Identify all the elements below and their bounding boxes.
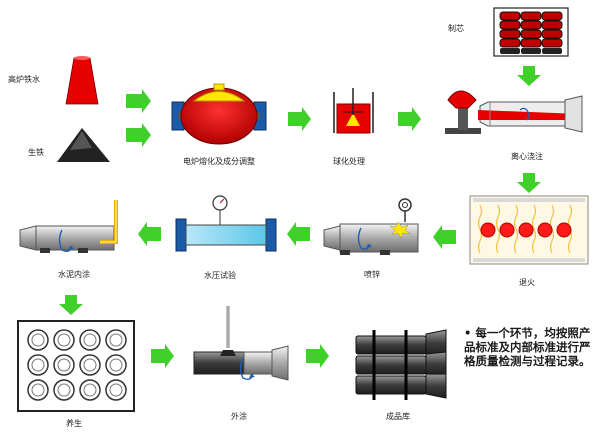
label-centrifugal-casting: 离心浇注 <box>511 152 543 161</box>
note-bullet: • <box>464 326 472 340</box>
flow-arrows <box>59 66 541 368</box>
blast-furnace-iron-icon <box>65 56 99 105</box>
label-blast-furnace-iron: 高炉铁水 <box>8 75 40 84</box>
quality-note: • 每一个环节，均按照产品标准及内部标准进行严格质量检测与过程记录。 <box>464 326 596 368</box>
arrow-left-icon <box>138 222 161 246</box>
hydrostatic-test-icon <box>175 195 277 252</box>
label-spheroidizing: 球化处理 <box>333 157 365 166</box>
spray-burst-icon <box>389 221 411 239</box>
electric-furnace-icon <box>171 83 267 145</box>
label-hydrostatic-test: 水压试验 <box>204 271 236 280</box>
label-furnace-melting: 电炉熔化及成分调整 <box>183 157 255 166</box>
label-cement-lining: 水泥内涂 <box>58 270 90 279</box>
label-pig-iron: 生铁 <box>28 148 44 157</box>
centrifugal-casting-icon <box>445 90 583 134</box>
label-finished-storage: 成品库 <box>386 412 410 421</box>
arrow-right-icon <box>398 107 421 131</box>
finished-pipes-icon <box>355 329 447 400</box>
label-zinc-spraying: 喷锌 <box>364 270 380 279</box>
label-exterior-coating: 外涂 <box>231 412 247 421</box>
curing-pipe-stack-icon <box>17 320 135 412</box>
arrow-right-icon <box>288 107 311 131</box>
annealing-furnace-icon <box>469 195 589 265</box>
arrow-right-icon <box>306 344 329 368</box>
arrow-right-icon <box>126 89 151 113</box>
spheroidizing-ladle-icon <box>333 88 374 134</box>
core-making-icon <box>493 7 569 57</box>
arrow-right-icon <box>126 123 151 147</box>
arrow-left-icon <box>287 222 310 246</box>
pig-iron-pile-icon <box>57 128 110 162</box>
arrow-down-icon <box>59 295 83 315</box>
label-annealing: 退火 <box>519 278 535 287</box>
arrow-left-icon <box>433 225 456 249</box>
label-core-making: 制芯 <box>448 24 464 33</box>
exterior-coating-icon <box>193 306 289 381</box>
zinc-spraying-icon <box>323 198 419 255</box>
label-curing: 养生 <box>66 419 82 428</box>
note-text: 每一个环节，均按照产品标准及内部标准进行严格质量检测与过程记录。 <box>464 326 591 368</box>
cement-lining-icon <box>19 200 118 253</box>
arrow-down-icon <box>517 66 541 86</box>
arrow-down-icon <box>517 173 541 193</box>
arrow-right-icon <box>151 344 174 368</box>
